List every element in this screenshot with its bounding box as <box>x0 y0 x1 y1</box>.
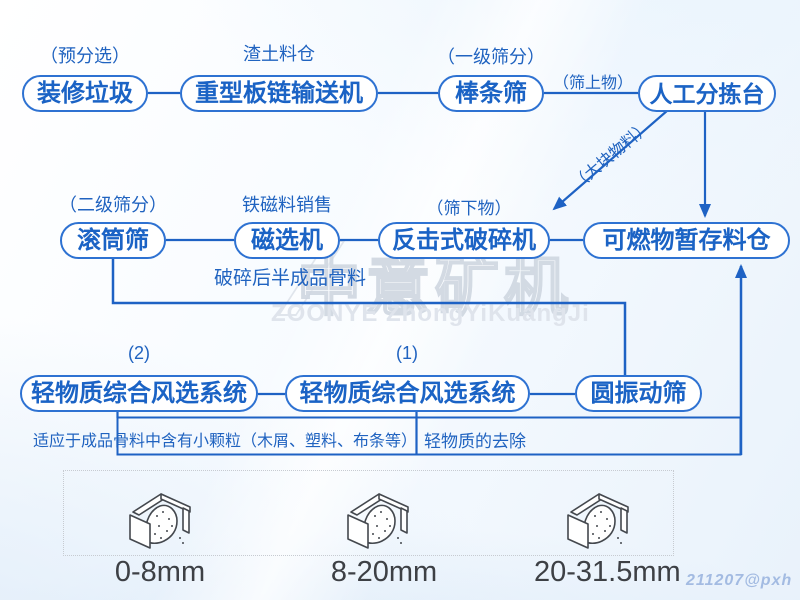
aggregate-bin-icon <box>562 486 632 555</box>
note-muck-silo: 渣土料仓 <box>243 44 315 64</box>
note-pre-selection: （预分选） <box>40 46 130 66</box>
note-system-1: (1) <box>396 343 418 363</box>
note-ferromagnetic-sales: 铁磁料销售 <box>242 195 332 215</box>
edge-label-crushed-semi-finished: 破碎后半成品骨料 <box>214 268 367 289</box>
arrow-sorting-to-crusher-bulky <box>552 109 669 211</box>
node-air-separation-system-1: 轻物质综合风选系统 <box>285 375 530 412</box>
note-secondary-screening: （二级筛分） <box>59 195 167 215</box>
node-circular-vibrating-screen: 圆振动筛 <box>575 375 702 412</box>
node-heavy-apron-conveyor: 重型板链输送机 <box>180 75 378 112</box>
node-renovation-waste: 装修垃圾 <box>22 75 148 112</box>
bin-size-label: 8-20mm <box>330 556 438 588</box>
aggregate-bin-icon <box>124 486 194 555</box>
products-dashed-box <box>63 470 674 556</box>
bin-size-label: 20-31.5mm <box>534 556 681 588</box>
watermark-latin: ZOONYE ZhongYiKuangJi <box>271 300 590 327</box>
node-impact-crusher: 反击式破碎机 <box>378 222 550 259</box>
node-manual-sorting-platform: 人工分拣台 <box>638 75 776 112</box>
annotation-text-left: 适应于成品骨料中含有小颗粒（木屑、塑料、布条等） <box>33 433 418 450</box>
note-screen-underflow: （筛下物） <box>426 199 512 218</box>
annotation-text-right: 轻物质的去除 <box>424 432 526 451</box>
node-air-separation-system-2: 轻物质综合风选系统 <box>20 375 258 412</box>
author-credit: 211207@pxh <box>686 572 793 589</box>
node-bar-screen: 棒条筛 <box>438 75 544 112</box>
node-trommel-screen: 滚筒筛 <box>60 222 166 259</box>
note-system-2: (2) <box>128 343 150 363</box>
edge-trommel-to-vibrating-screen <box>111 259 627 375</box>
flow-connectors <box>111 91 747 456</box>
aggregate-bin-icon <box>342 486 412 555</box>
note-primary-screening: （一级筛分） <box>437 47 545 67</box>
edge-label-screen-overflow: （筛上物） <box>552 75 633 92</box>
node-magnetic-separator: 磁选机 <box>234 222 340 259</box>
node-combustible-storage-bin: 可燃物暂存料仓 <box>583 222 790 259</box>
watermark-chinese: 中意矿机 <box>296 250 573 324</box>
bin-size-label: 0-8mm <box>114 556 206 588</box>
annotation-box-border <box>116 416 742 456</box>
